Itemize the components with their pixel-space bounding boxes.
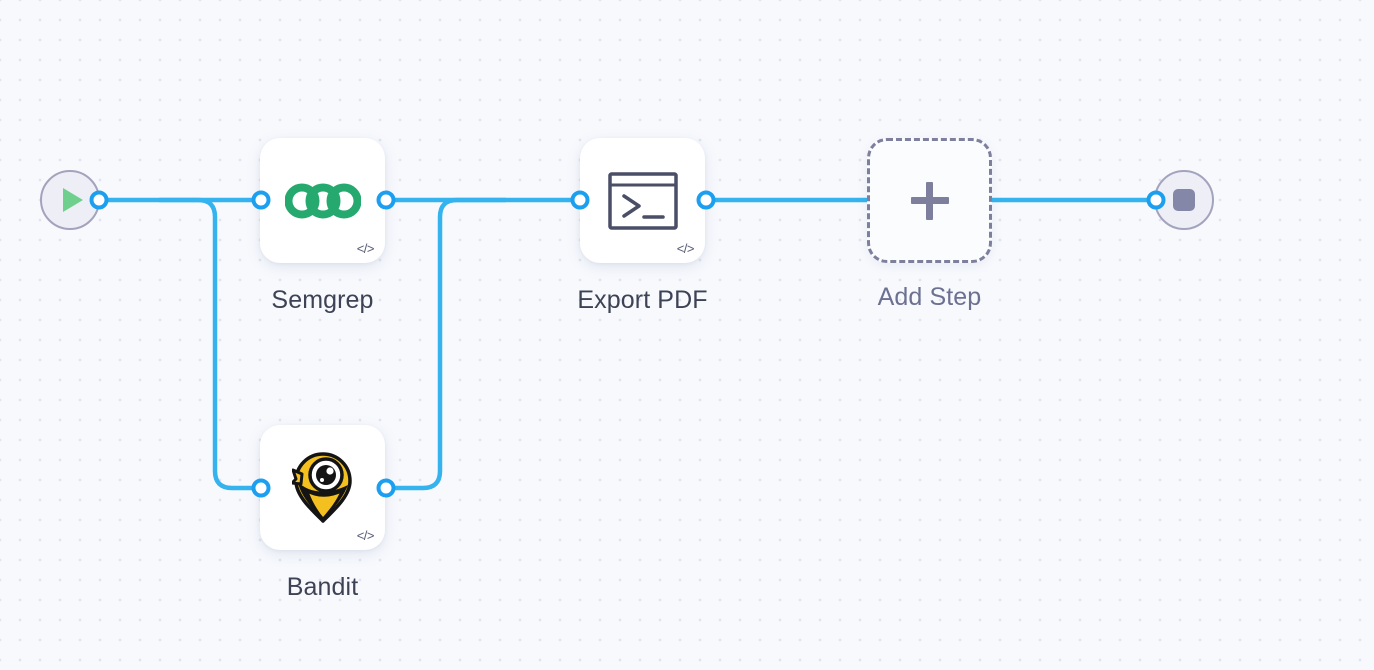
add-step-button[interactable]	[867, 138, 992, 263]
node-add-step[interactable]: Add Step	[867, 138, 992, 311]
plus-icon	[910, 181, 949, 220]
node-card-semgrep[interactable]: </>	[260, 138, 385, 263]
bandit-output-port[interactable]	[376, 478, 396, 498]
terminal-icon	[607, 171, 678, 230]
edge-bandit-to-exportpdf	[383, 197, 508, 491]
node-card-bandit[interactable]: </>	[260, 425, 385, 550]
node-label-add-step: Add Step	[877, 283, 982, 311]
bandit-logo-icon	[291, 451, 352, 523]
node-export-pdf[interactable]: </> Export PDF	[577, 138, 707, 314]
end-node[interactable]	[1154, 170, 1214, 230]
node-label-semgrep: Semgrep	[271, 286, 374, 314]
node-label-export-pdf: Export PDF	[577, 286, 708, 314]
node-label-bandit: Bandit	[286, 573, 359, 601]
code-badge-icon: </>	[356, 241, 375, 256]
semgrep-output-port[interactable]	[376, 190, 396, 210]
code-badge-icon: </>	[356, 528, 375, 543]
node-semgrep[interactable]: </> Semgrep	[260, 138, 385, 314]
semgrep-logo-icon	[284, 183, 361, 218]
stop-icon	[1173, 189, 1195, 211]
semgrep-input-port[interactable]	[251, 190, 271, 210]
node-card-export-pdf[interactable]: </>	[580, 138, 705, 263]
start-output-port[interactable]	[89, 190, 109, 210]
end-input-port[interactable]	[1146, 190, 1166, 210]
export-pdf-input-port[interactable]	[570, 190, 590, 210]
play-icon	[63, 188, 83, 212]
export-pdf-output-port[interactable]	[696, 190, 716, 210]
bandit-input-port[interactable]	[251, 478, 271, 498]
code-badge-icon: </>	[676, 241, 695, 256]
edge-start-to-bandit	[157, 197, 264, 491]
node-bandit[interactable]: </> Bandit	[260, 425, 385, 601]
